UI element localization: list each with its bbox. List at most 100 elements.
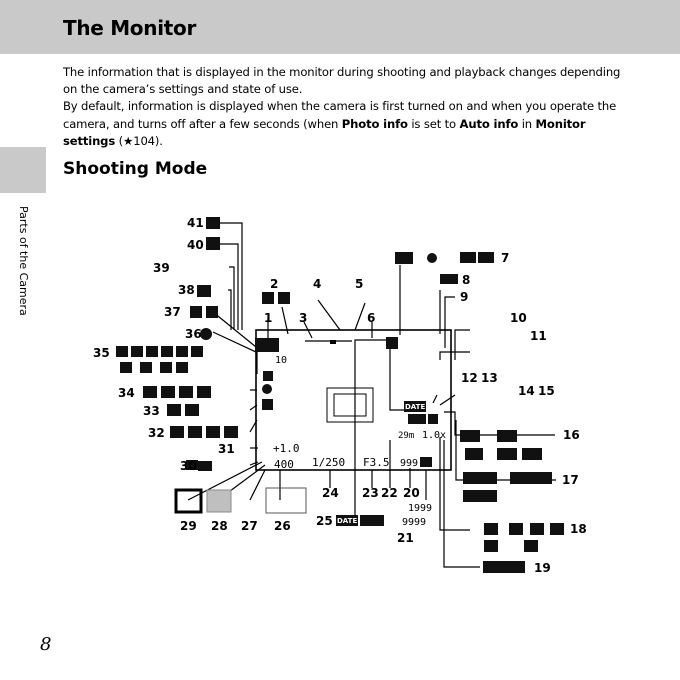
date-time-imprint-icon (360, 515, 384, 526)
backlight-icon-6 (524, 540, 538, 552)
callout-19: 19 (534, 561, 551, 575)
monitor-frame (255, 329, 452, 471)
callout-23: 23 (362, 486, 379, 500)
leader-40 (215, 243, 239, 330)
image-size-icon-3 (465, 448, 483, 460)
leader-13 (439, 394, 456, 406)
callout-21: 21 (397, 531, 414, 545)
pic-control-icon (167, 404, 181, 416)
callout-20: 20 (403, 486, 420, 500)
leader-4 (317, 299, 341, 331)
leader-39 (229, 266, 235, 330)
auto-info-term: Auto info (459, 116, 519, 131)
callout-27: 27 (241, 519, 258, 533)
meter-icon (170, 426, 184, 438)
callout-37: 37 (164, 305, 181, 319)
drive-mode-icon-5 (176, 346, 188, 357)
callout-35: 35 (93, 346, 110, 360)
movie-options-icon-2 (510, 472, 552, 484)
macro-icon (262, 292, 274, 304)
time-left: 29m (398, 431, 414, 441)
drive-mode-icon-8 (140, 362, 152, 373)
section-title: Shooting Mode (63, 159, 208, 179)
chapter-tab (0, 147, 46, 193)
leader-36 (212, 331, 257, 353)
page-number: 8 (40, 634, 52, 655)
continuous-icon (263, 371, 273, 381)
image-size-icon-1 (460, 430, 480, 442)
callout-39: 39 (153, 261, 170, 275)
callout-22: 22 (381, 486, 398, 500)
wb-cloud-icon (179, 386, 193, 398)
memory-icon (420, 457, 432, 467)
callout-30: 30 (180, 459, 197, 473)
callout-38: 38 (178, 283, 195, 297)
leader-38 (228, 289, 232, 330)
callout-34: 34 (118, 386, 135, 400)
callout-6: 6 (367, 311, 375, 325)
backlight-icon-5 (484, 540, 498, 552)
focus-area-outer (326, 387, 374, 423)
drive-mode-icon-1 (116, 346, 128, 357)
icon-blocks (116, 217, 564, 573)
noise-reduction-icon (262, 399, 273, 410)
callout-7: 7 (501, 251, 509, 265)
flash-mode-icon (460, 252, 476, 263)
image-size-icon-5 (522, 448, 542, 460)
monitor-settings-term: Monitor settings (63, 116, 586, 148)
intro-p2-b: is set to (407, 116, 460, 131)
intro-p2-a: By default, information is displayed whe… (63, 99, 617, 131)
callout-28: 28 (211, 519, 228, 533)
callout-3: 3 (299, 311, 307, 325)
callout-25: 25 (316, 514, 333, 528)
exposure-icon (186, 460, 198, 470)
movie-options-icon-3 (463, 490, 497, 502)
iso-value: 400 (274, 458, 294, 471)
backlight-icon-3 (530, 523, 544, 535)
exposure-mode-icon (386, 337, 398, 349)
backlight-icon-1 (484, 523, 498, 535)
intro-p2-c: in (518, 116, 536, 131)
exposure-compensation: +1.0 (273, 442, 300, 455)
movie-mode-icon (395, 252, 413, 264)
iso-icon (198, 461, 212, 471)
meter-icon-3 (206, 426, 220, 438)
callout-15: 15 (538, 384, 555, 398)
battery-icon (478, 252, 494, 263)
leader-10 (454, 329, 470, 360)
callout-13: 13 (481, 371, 498, 385)
leader-5 (354, 302, 366, 331)
drive-mode-icon-4 (161, 346, 173, 357)
meter-icon-2 (188, 426, 202, 438)
shots-remaining: 999 (400, 458, 418, 469)
focus-area-inner (333, 393, 367, 417)
panorama-icon (206, 217, 220, 229)
hdr-icon (483, 561, 525, 573)
af-area-wide-icon (265, 487, 307, 514)
image-size-icon-4 (497, 448, 517, 460)
face-icon (190, 306, 202, 318)
white-balance-icon (143, 386, 157, 398)
meter-icon-4 (224, 426, 238, 438)
image-size-icon-2 (497, 430, 517, 442)
callout-33: 33 (143, 404, 160, 418)
leader-12 (432, 394, 438, 404)
blink-icon (200, 328, 212, 340)
drive-mode-icon-2 (131, 346, 143, 357)
callout-2: 2 (270, 277, 278, 291)
callout-40: 40 (187, 238, 204, 252)
intro-paragraph-1: The information that is displayed in the… (63, 65, 621, 97)
leader-37 (212, 311, 257, 348)
drive-mode-icon-6 (191, 346, 203, 357)
movie-options-icon-1 (463, 472, 497, 484)
intro-text: The information that is displayed in the… (63, 64, 623, 150)
shutter-speed: 1/250 (312, 456, 345, 469)
wb-shade-icon (197, 386, 211, 398)
callout-9: 9 (460, 290, 468, 304)
leader-18 (439, 437, 470, 531)
af-area-shaded-icon (206, 489, 232, 513)
drive-mode-icon-7 (120, 362, 132, 373)
callout-1: 1 (264, 311, 272, 325)
callout-31: 31 (218, 442, 235, 456)
